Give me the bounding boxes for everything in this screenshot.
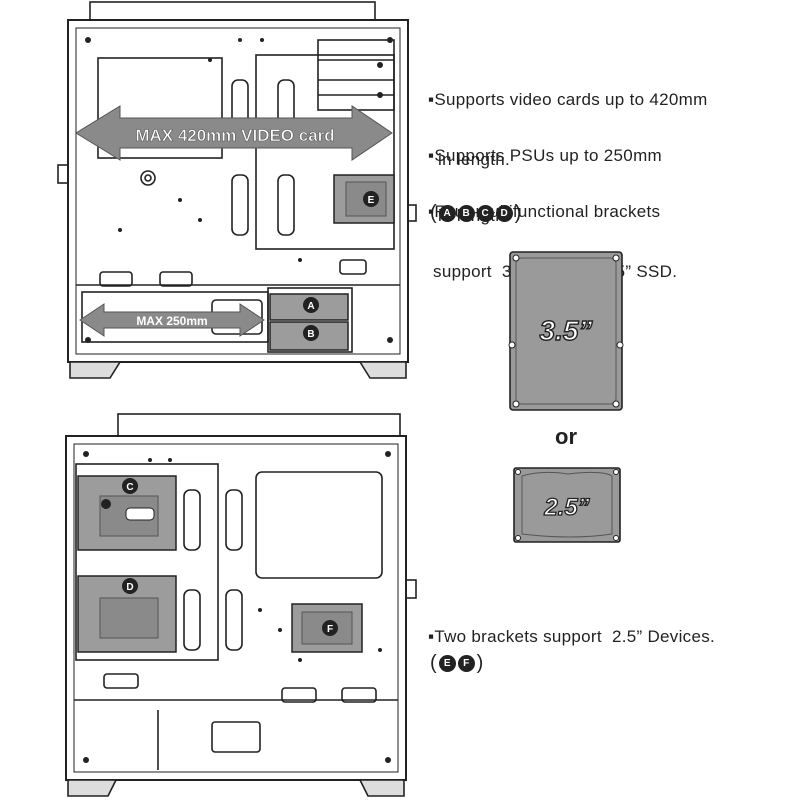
or-label: or xyxy=(555,424,577,449)
bottom-case-diagram: C D F xyxy=(65,413,417,797)
bracket-d-label: D xyxy=(126,582,133,593)
psu-length-arrow: MAX 250mm xyxy=(79,303,265,337)
feature-two-brackets-badges: ( E F ) xyxy=(430,652,483,675)
badge-e: E xyxy=(438,655,456,672)
feature-video-card: ▪Supports video cards up to 420mm in len… xyxy=(428,50,708,190)
bracket-c-label: C xyxy=(126,482,133,493)
bracket-f: F xyxy=(291,603,363,653)
badge-a: A xyxy=(438,205,456,222)
bracket-e: E xyxy=(333,174,395,224)
ssd-25-label: 2.5” xyxy=(543,494,589,521)
bracket-f-label: F xyxy=(327,624,333,635)
paren-close: ) xyxy=(514,202,522,224)
ssd-25-icon: 2.5” xyxy=(513,467,621,543)
paren-open: ( xyxy=(430,202,437,224)
bracket-d: D xyxy=(77,575,177,653)
feature-psu-line1: ▪Supports PSUs up to 250mm xyxy=(428,146,662,165)
feature-video-card-line1: ▪Supports video cards up to 420mm xyxy=(428,90,708,109)
paren-open: ( xyxy=(430,652,437,674)
feature-video-card-line2: in length. xyxy=(428,150,511,169)
video-card-arrow-label: MAX 420mm VIDEO card xyxy=(135,126,334,145)
badge-b: B xyxy=(457,205,475,222)
video-card-length-arrow: MAX 420mm VIDEO card xyxy=(75,105,393,161)
hdd-35-label: 3.5” xyxy=(540,315,593,346)
top-case-diagram: E A B MAX 420mm VIDEO card MAX 250mm xyxy=(57,1,417,379)
badge-d: D xyxy=(495,205,513,222)
bracket-e-label: E xyxy=(368,195,375,206)
paren-close: ) xyxy=(476,652,484,674)
bracket-a-label: A xyxy=(307,301,314,312)
bracket-c: C xyxy=(77,475,177,551)
psu-arrow-label: MAX 250mm xyxy=(136,314,207,328)
bracket-a: A xyxy=(269,293,349,321)
feature-brackets-badges: ( A B C D ) xyxy=(430,202,521,225)
feature-two-brackets: ▪Two brackets support 2.5” Devices. xyxy=(428,627,716,646)
badge-c: C xyxy=(476,205,494,222)
hdd-35-icon: 3.5” xyxy=(508,251,624,411)
badge-f: F xyxy=(457,655,475,672)
bracket-b-label: B xyxy=(307,329,314,340)
bracket-b: B xyxy=(269,321,349,351)
